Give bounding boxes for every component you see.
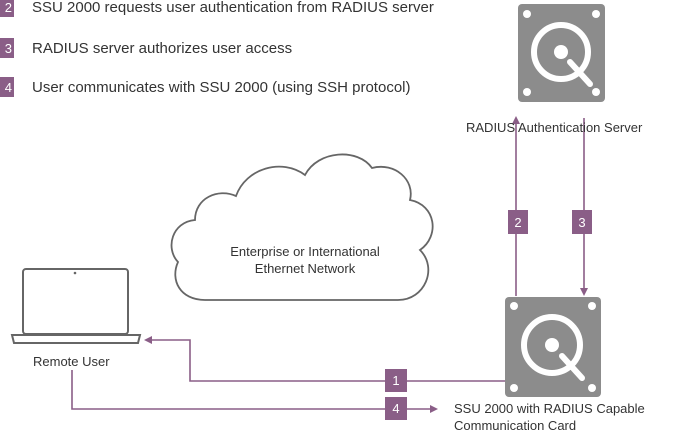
step-box-2: 2 xyxy=(508,210,528,234)
ssu-label-line-1: SSU 2000 with RADIUS Capable xyxy=(454,401,645,416)
legend-item-2: 2 SSU 2000 requests user authentication … xyxy=(0,0,434,18)
step-label: 3 xyxy=(578,215,585,230)
connector-1 xyxy=(144,336,505,382)
legend-text: User communicates with SSU 2000 (using S… xyxy=(32,78,411,96)
legend-text: RADIUS server authorizes user access xyxy=(32,39,293,57)
remote-user-label: Remote User xyxy=(33,354,110,369)
step-box-3: 3 xyxy=(572,210,592,234)
legend-number: 4 xyxy=(0,77,14,97)
step-box-4: 4 xyxy=(385,397,407,420)
cloud-label-line-1: Enterprise or International xyxy=(230,244,380,259)
legend-number: 3 xyxy=(0,38,14,58)
connector-4 xyxy=(71,370,438,413)
cloud-icon xyxy=(170,153,434,301)
legend-number: 2 xyxy=(0,0,14,17)
laptop-icon xyxy=(10,268,142,344)
hard-disk-icon xyxy=(505,297,601,397)
legend-text: SSU 2000 requests user authentication fr… xyxy=(32,0,434,16)
step-box-1: 1 xyxy=(385,369,407,392)
step-label: 2 xyxy=(514,215,521,230)
ssu-label-line-2: Communication Card xyxy=(454,418,577,433)
cloud-label: Enterprise or International Ethernet Net… xyxy=(205,243,405,277)
legend-item-4: 4 User communicates with SSU 2000 (using… xyxy=(0,76,411,98)
step-label: 4 xyxy=(392,401,399,416)
radius-server-label: RADIUS Authentication Server xyxy=(466,120,643,135)
ssu-label: SSU 2000 with RADIUS Capable Communicati… xyxy=(454,400,645,434)
cloud-label-line-2: Ethernet Network xyxy=(254,261,356,276)
hard-disk-icon xyxy=(518,4,605,102)
step-label: 1 xyxy=(392,373,399,388)
legend-item-3: 3 RADIUS server authorizes user access xyxy=(0,37,292,59)
